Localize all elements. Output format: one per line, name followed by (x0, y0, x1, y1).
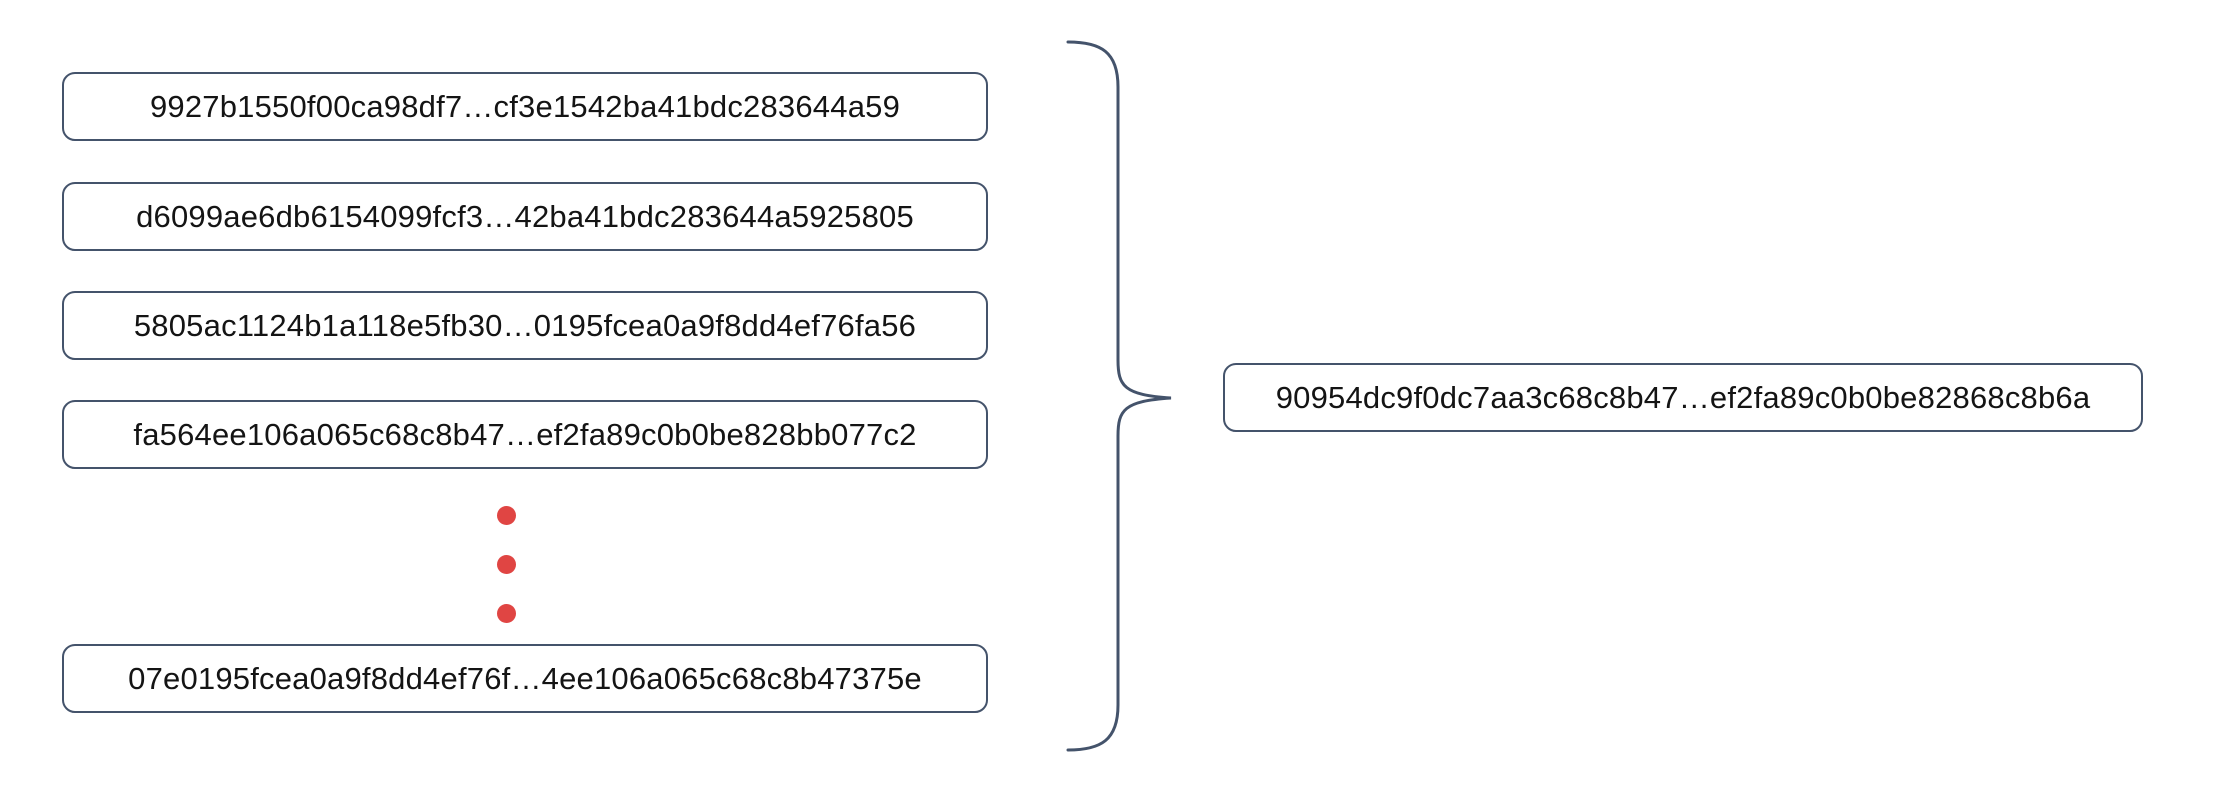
ellipsis-dot-icon (497, 604, 516, 623)
result-hash-box: 90954dc9f0dc7aa3c68c8b47…ef2fa89c0b0be82… (1223, 363, 2143, 432)
hash-label: d6099ae6db6154099fcf3…42ba41bdc283644a59… (136, 198, 914, 234)
vertical-ellipsis (497, 506, 516, 623)
hash-box: 07e0195fcea0a9f8dd4ef76f…4ee106a065c68c8… (62, 644, 988, 713)
hash-label: 5805ac1124b1a118e5fb30…0195fcea0a9f8dd4e… (133, 307, 917, 343)
hash-label: 9927b1550f00ca98df7…cf3e1542ba41bdc28364… (149, 88, 901, 124)
curly-brace-icon (1066, 40, 1176, 752)
hash-box: fa564ee106a065c68c8b47…ef2fa89c0b0be828b… (62, 400, 988, 469)
ellipsis-dot-icon (497, 506, 516, 525)
hash-label: 07e0195fcea0a9f8dd4ef76f…4ee106a065c68c8… (128, 660, 922, 696)
hash-box: 9927b1550f00ca98df7…cf3e1542ba41bdc28364… (62, 72, 988, 141)
hash-label: fa564ee106a065c68c8b47…ef2fa89c0b0be828b… (133, 416, 917, 452)
hash-box: 5805ac1124b1a118e5fb30…0195fcea0a9f8dd4e… (62, 291, 988, 360)
result-hash-label: 90954dc9f0dc7aa3c68c8b47…ef2fa89c0b0be82… (1275, 379, 2091, 415)
ellipsis-dot-icon (497, 555, 516, 574)
hash-box: d6099ae6db6154099fcf3…42ba41bdc283644a59… (62, 182, 988, 251)
